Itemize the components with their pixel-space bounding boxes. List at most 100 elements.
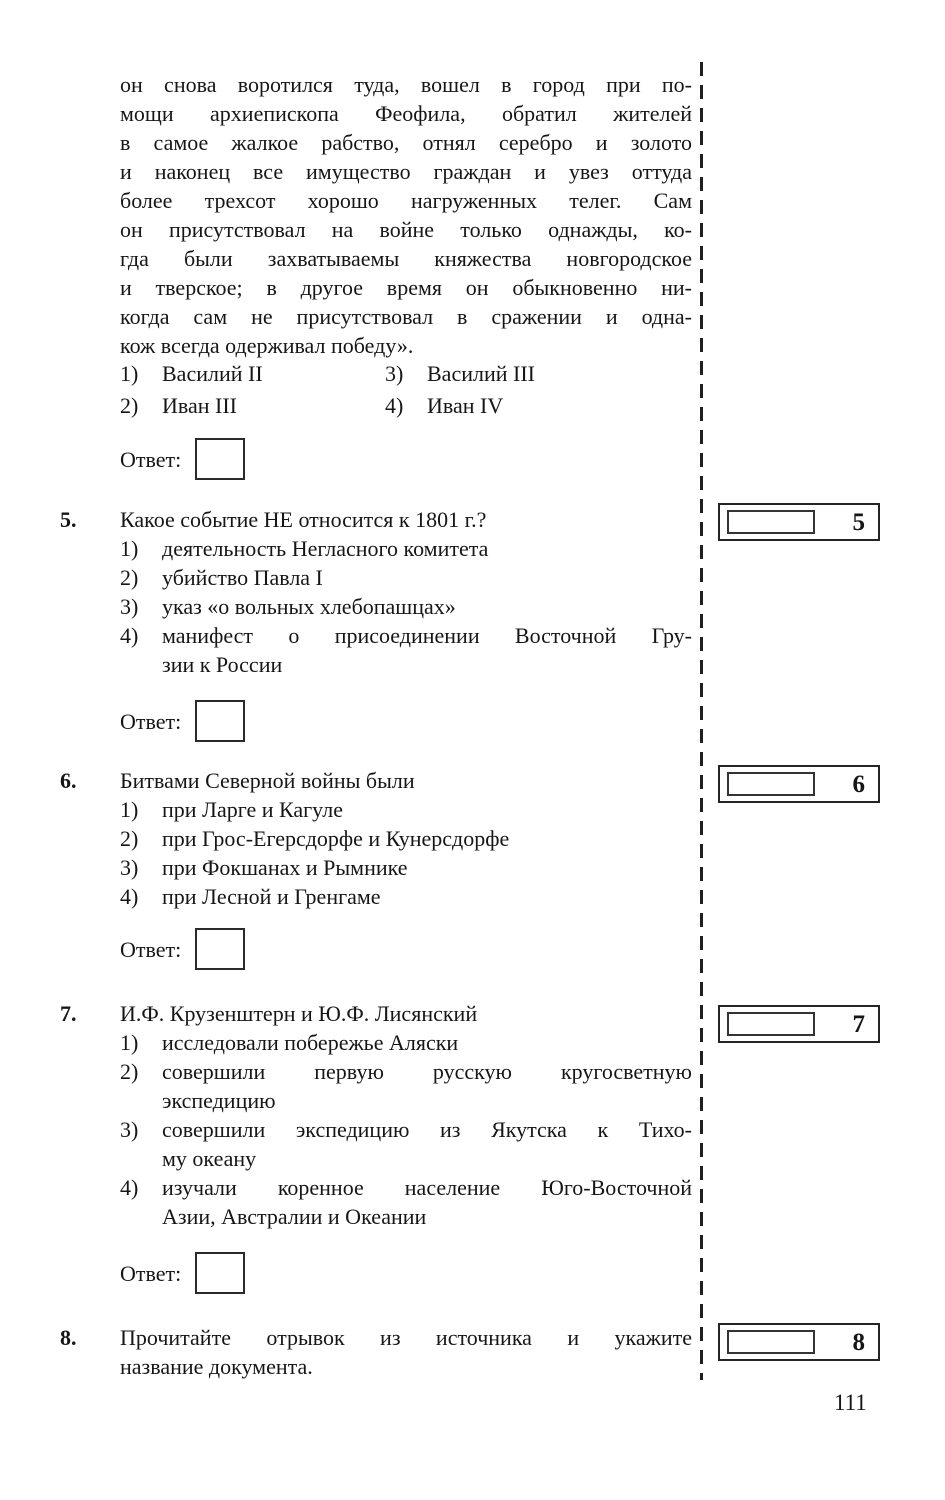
option-number: 3) [385,361,404,386]
score-badge-5: 5 [718,503,880,541]
option-number: 4) [120,884,139,909]
option-text: экспедицию [162,1088,276,1113]
score-badge-number: 6 [852,770,866,798]
option-text: при Ларге и Кагуле [162,797,343,822]
option-number: 1) [120,1030,139,1055]
option-number: 2) [120,565,139,590]
option-text: совершили первую русскую кругосветную [162,1059,692,1084]
answer-label: Ответ: [120,446,182,472]
page-number: 111 [834,1390,867,1415]
score-badge-number: 8 [852,1328,866,1356]
passage-options: 1) Василий II 3) Василий III 2) Иван III… [120,358,692,422]
margin-dashed-line [700,62,703,1380]
answer-row: Ответ: [120,700,246,742]
score-badge-number: 7 [852,1010,866,1038]
option-number: 1) [120,361,139,386]
option-3: 3) Василий III [385,358,692,390]
option-number: 1) [120,797,139,822]
answer-label: Ответ: [120,936,182,962]
option-3: 3) указ «о вольных хлебопашцах» [120,592,692,621]
answer-box [195,438,246,480]
option-2: 2) совершили первую русскую кругосветную… [120,1057,692,1115]
option-text: Азии, Австралии и Океании [162,1204,427,1229]
question-text: Битвами Северной войны были [120,768,415,793]
option-text: манифест о присоединении Восточной Гру- [162,623,692,648]
option-text: совершили экспедицию из Якутска к Тихо- [162,1117,692,1142]
option-number: 2) [120,393,139,418]
option-1: 1) исследовали побережье Аляски [120,1028,692,1057]
passage-line: в самое жалкое рабство, отнял серебро и … [120,130,692,155]
option-text: Иван III [162,393,238,418]
question-number: 5. [60,507,77,532]
answer-box [195,928,246,970]
option-text: при Фокшанах и Рымнике [162,855,408,880]
score-write-box [727,510,815,534]
answer-box [195,700,246,742]
passage-line: и наконец все имущество граждан и увез о… [120,159,692,184]
score-badge-6: 6 [718,765,880,803]
answer-row: Ответ: [120,438,246,480]
question-text: название документа. [120,1354,313,1379]
score-write-box [727,1330,815,1354]
option-number: 3) [120,855,139,880]
passage-line: кож всегда одерживал победу». [120,333,414,358]
option-3: 3) при Фокшанах и Рымнике [120,853,692,882]
answer-label: Ответ: [120,1260,182,1286]
option-text: указ «о вольных хлебопашцах» [162,594,456,619]
question-7: 7. И.Ф. Крузенштерн и Ю.Ф. Лисянский 1) … [60,999,692,1231]
option-text: му океану [162,1146,257,1171]
option-4: 4) при Лесной и Гренгаме [120,882,692,911]
score-badge-8: 8 [718,1323,880,1361]
passage-line: и тверское; в другое время он обыкновенн… [120,275,692,300]
option-text: Иван IV [427,393,504,418]
option-number: 3) [120,594,139,619]
option-2: 2) убийство Павла I [120,563,692,592]
answer-box [195,1252,246,1294]
question-text: Какое событие НЕ относится к 1801 г.? [120,507,487,532]
option-number: 4) [120,1175,139,1200]
question-number: 8. [60,1325,77,1350]
option-text: деятельность Негласного комитета [162,536,489,561]
answer-row: Ответ: [120,928,246,970]
passage-line: он присутствовал на войне только однажды… [120,217,692,242]
option-2: 2) при Грос-Егерсдорфе и Кунерсдорфе [120,824,692,853]
option-1: 1) при Ларге и Кагуле [120,795,692,824]
passage-line: гда были захватываемы княжества новгород… [120,246,692,271]
question-text: И.Ф. Крузенштерн и Ю.Ф. Лисянский [120,1001,478,1026]
option-3: 3) совершили экспедицию из Якутска к Тих… [120,1115,692,1173]
question-6: 6. Битвами Северной войны были 1) при Ла… [60,766,692,911]
option-text: изучали коренное население Юго-Восточной [162,1175,692,1200]
score-badge-number: 5 [852,508,866,536]
question-5: 5. Какое событие НЕ относится к 1801 г.?… [60,505,692,679]
answer-label: Ответ: [120,708,182,734]
question-text: Прочитайте отрывок из источника и укажит… [120,1325,692,1350]
option-2: 2) Иван III [120,390,385,422]
option-number: 2) [120,1059,139,1084]
question-8: 8. Прочитайте отрывок из источника и ука… [60,1323,692,1381]
option-4: 4) изучали коренное население Юго-Восточ… [120,1173,692,1231]
option-number: 1) [120,536,139,561]
option-text: убийство Павла I [162,565,323,590]
option-4: 4) Иван IV [385,390,692,422]
option-number: 4) [120,623,139,648]
passage-line: более трехсот хорошо нагруженных телег. … [120,188,692,213]
question-number: 7. [60,1001,77,1026]
passage-line: он снова воротился туда, вошел в город п… [120,72,692,97]
option-text: исследовали побережье Аляски [162,1030,459,1055]
option-4: 4) манифест о присоединении Восточной Гр… [120,621,692,679]
option-1: 1) Василий II [120,358,385,390]
option-text: при Грос-Егерсдорфе и Кунерсдорфе [162,826,510,851]
passage-line: когда сам не присутствовал в сражении и … [120,304,692,329]
option-text: Василий II [162,361,263,386]
score-write-box [727,772,815,796]
question-number: 6. [60,768,77,793]
passage-line: мощи архиепископа Феофила, обратил жител… [120,101,692,126]
option-number: 4) [385,393,404,418]
option-number: 3) [120,1117,139,1142]
option-1: 1) деятельность Негласного комитета [120,534,692,563]
option-text: Василий III [427,361,535,386]
option-number: 2) [120,826,139,851]
option-text: зии к России [162,652,283,677]
score-write-box [727,1012,815,1036]
